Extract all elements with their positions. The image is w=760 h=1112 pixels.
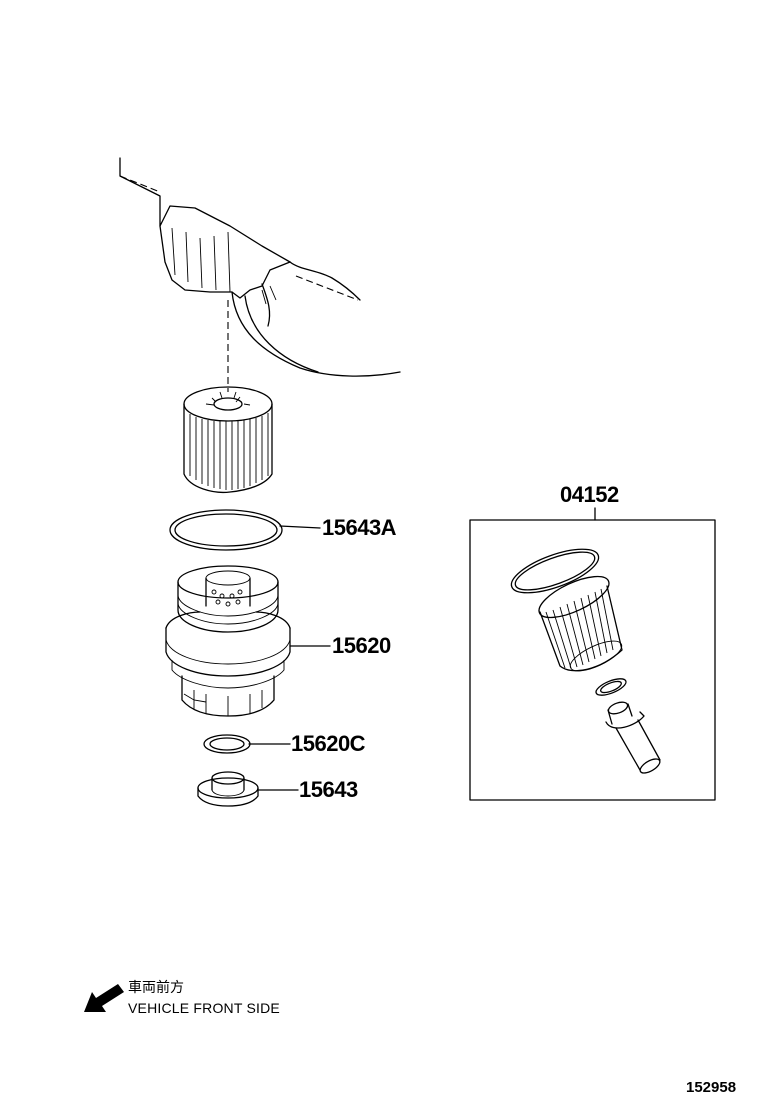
- arrow-front-left-icon: [84, 984, 124, 1012]
- gasket-drawing: [203, 734, 251, 754]
- part-label-oil-filter-kit: 04152: [560, 482, 619, 507]
- part-label-o-ring: 15643A: [322, 515, 397, 540]
- part-label-drain-plug: 15643: [299, 777, 358, 802]
- kit-filter-element-drawing: [538, 575, 623, 672]
- filter-cap-drawing: [165, 565, 291, 717]
- kit-small-o-ring-drawing: [595, 678, 627, 696]
- drain-plug-drawing: [197, 771, 259, 807]
- o-ring-drawing: [169, 509, 283, 551]
- part-label-gasket: 15620C: [291, 731, 366, 756]
- vehicle-front-label-en: VEHICLE FRONT SIDE: [128, 1000, 280, 1016]
- kit-drain-pipe-drawing: [605, 701, 661, 774]
- engine-housing-drawing: [119, 157, 401, 377]
- kit-contents-box: [469, 519, 716, 801]
- part-label-filter-cap: 15620: [332, 633, 391, 658]
- filter-element-drawing: [183, 386, 273, 494]
- vehicle-front-label-cn: 車両前方: [128, 979, 184, 995]
- kit-o-ring-drawing: [510, 548, 600, 594]
- leader-lines: [248, 507, 596, 791]
- figure-number: 152958: [686, 1079, 737, 1096]
